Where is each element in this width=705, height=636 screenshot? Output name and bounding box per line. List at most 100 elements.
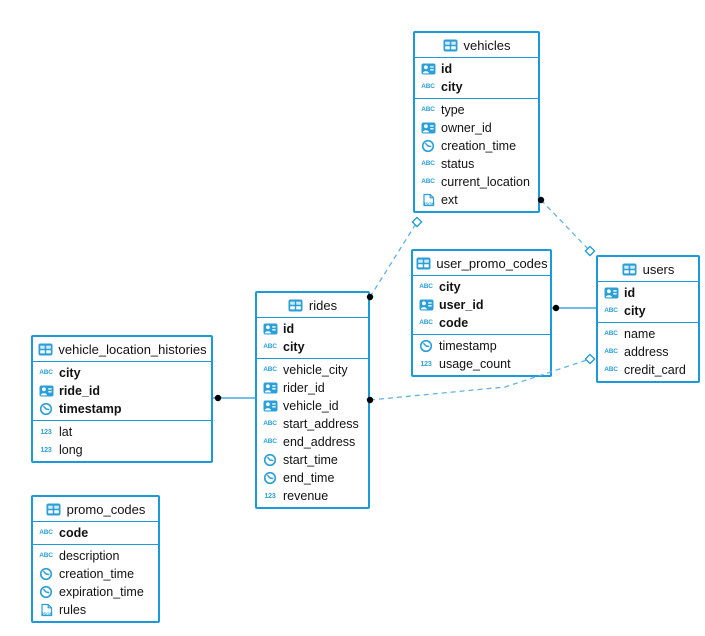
number-icon: 123 xyxy=(420,360,432,368)
abc-icon: ABC xyxy=(263,419,277,427)
abc-icon: ABC xyxy=(421,82,435,90)
table-name: rides xyxy=(308,297,338,313)
relationship-line-vehicles-users xyxy=(540,199,591,252)
column-label: city xyxy=(441,80,463,94)
column-label: status xyxy=(441,157,475,171)
column-row[interactable]: timestamp xyxy=(413,337,550,355)
user-icon xyxy=(420,63,436,75)
clock-icon xyxy=(38,585,54,599)
abc-icon: ABC xyxy=(39,368,53,376)
clock-icon xyxy=(38,567,54,581)
column-row[interactable]: ABC city xyxy=(413,278,550,296)
column-label: id xyxy=(283,322,295,336)
relationship-line-rides-vehicles xyxy=(369,221,418,298)
clock-icon xyxy=(420,139,436,153)
table-header[interactable]: rides xyxy=(257,293,368,318)
column-label: id xyxy=(624,286,636,300)
column-row[interactable]: creation_time xyxy=(415,137,538,155)
column-label: ext xyxy=(441,193,458,207)
column-label: rules xyxy=(59,603,87,617)
abc-icon: ABC xyxy=(604,365,618,373)
column-row[interactable]: creation_time xyxy=(33,565,158,583)
column-label: creation_time xyxy=(59,567,135,581)
table-header[interactable]: users xyxy=(598,257,698,282)
relationship-diamond xyxy=(584,353,596,365)
column-row[interactable]: ABC current_location xyxy=(415,173,538,191)
column-row[interactable]: timestamp xyxy=(33,400,211,418)
column-row[interactable]: id xyxy=(257,320,368,338)
abc-icon: ABC xyxy=(421,177,435,185)
column-row[interactable]: start_time xyxy=(257,451,368,469)
clock-icon xyxy=(38,402,54,416)
abc-icon: ABC xyxy=(604,329,618,337)
table-icon xyxy=(288,299,304,312)
column-label: code xyxy=(439,316,469,330)
column-label: end_time xyxy=(283,471,335,485)
column-row[interactable]: ride_id xyxy=(33,382,211,400)
user-icon xyxy=(420,122,436,134)
table-header[interactable]: user_promo_codes xyxy=(413,251,550,276)
column-row[interactable]: vehicle_id xyxy=(257,397,368,415)
table-icon xyxy=(37,343,53,356)
abc-icon: ABC xyxy=(39,551,53,559)
table-header[interactable]: vehicles xyxy=(415,33,538,58)
json-icon: JSON xyxy=(420,193,436,207)
column-label: start_address xyxy=(283,417,359,431)
table-icon xyxy=(415,257,431,270)
column-row[interactable]: expiration_time xyxy=(33,583,158,601)
column-row[interactable]: id xyxy=(415,60,538,78)
column-label: current_location xyxy=(441,175,530,189)
column-label: creation_time xyxy=(441,139,517,153)
user-icon xyxy=(262,323,278,335)
user-icon xyxy=(262,400,278,412)
column-row[interactable]: owner_id xyxy=(415,119,538,137)
column-row[interactable]: JSON ext xyxy=(415,191,538,209)
column-label: type xyxy=(441,103,465,117)
column-label: revenue xyxy=(283,489,329,503)
column-row[interactable]: ABC city xyxy=(415,78,538,96)
column-row[interactable]: rider_id xyxy=(257,379,368,397)
column-row[interactable]: id xyxy=(598,284,698,302)
column-label: lat xyxy=(59,425,73,439)
table-icon xyxy=(443,39,459,52)
table-header[interactable]: vehicle_location_histories xyxy=(33,337,211,362)
column-label: code xyxy=(59,526,89,540)
number-icon: 123 xyxy=(40,446,52,454)
relationship-dot xyxy=(552,304,560,312)
column-label: city xyxy=(439,280,461,294)
abc-icon: ABC xyxy=(419,282,433,290)
column-row[interactable]: end_time xyxy=(257,469,368,487)
column-row[interactable]: ABC start_address xyxy=(257,415,368,433)
column-row[interactable]: user_id xyxy=(413,296,550,314)
table-header[interactable]: promo_codes xyxy=(33,497,158,522)
